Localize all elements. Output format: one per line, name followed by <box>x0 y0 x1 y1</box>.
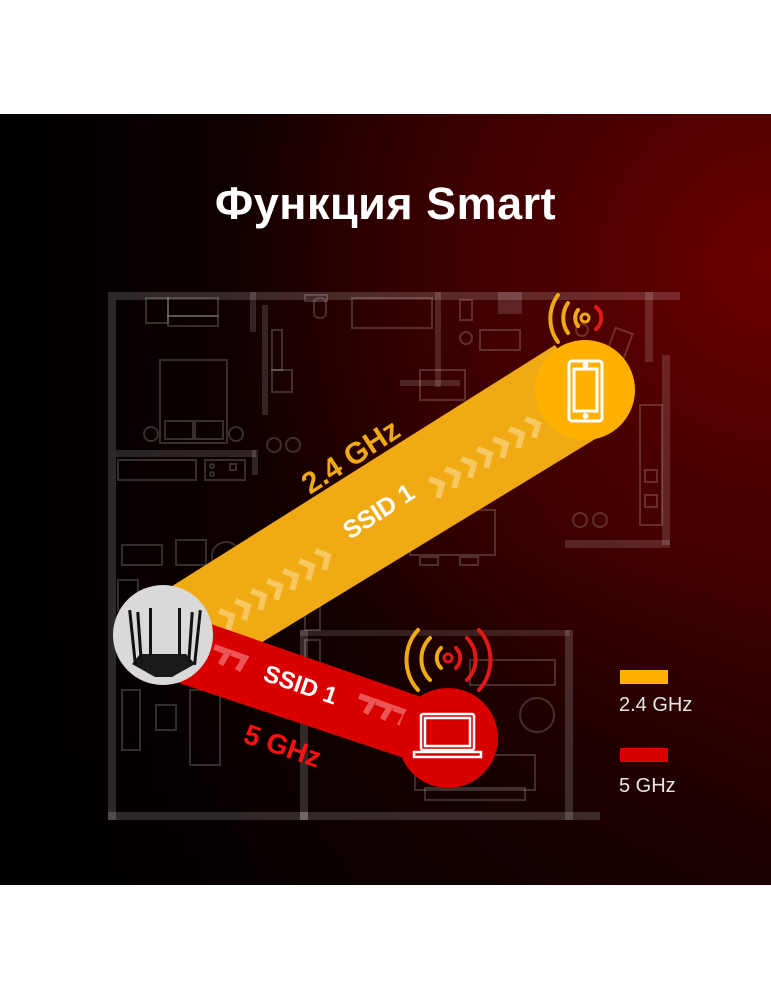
beam-24ghz <box>150 345 610 680</box>
router-node <box>113 585 213 685</box>
legend-label-5ghz: 5 GHz <box>619 775 676 797</box>
network-diagram: 2.4 GHz SSID 1 SSID 1 5 GHz <box>108 292 680 820</box>
router-icon <box>128 608 202 677</box>
floor-plan <box>108 292 680 820</box>
wifi-signal-icon <box>404 628 493 692</box>
laptop-node <box>398 628 498 788</box>
laptop-icon <box>412 712 483 759</box>
smartphone-icon <box>567 359 604 423</box>
phone-node <box>535 293 635 440</box>
hero-panel: 2.4 GHz SSID 1 SSID 1 5 GHz Функция Smar… <box>0 114 771 885</box>
legend-swatch-5ghz <box>620 748 668 762</box>
wifi-signal-icon <box>548 293 604 344</box>
legend-label-24ghz: 2.4 GHz <box>619 694 693 716</box>
chevrons-24 <box>218 416 542 631</box>
legend-swatch-24ghz <box>620 670 668 684</box>
page-title: Функция Smart <box>214 178 557 229</box>
